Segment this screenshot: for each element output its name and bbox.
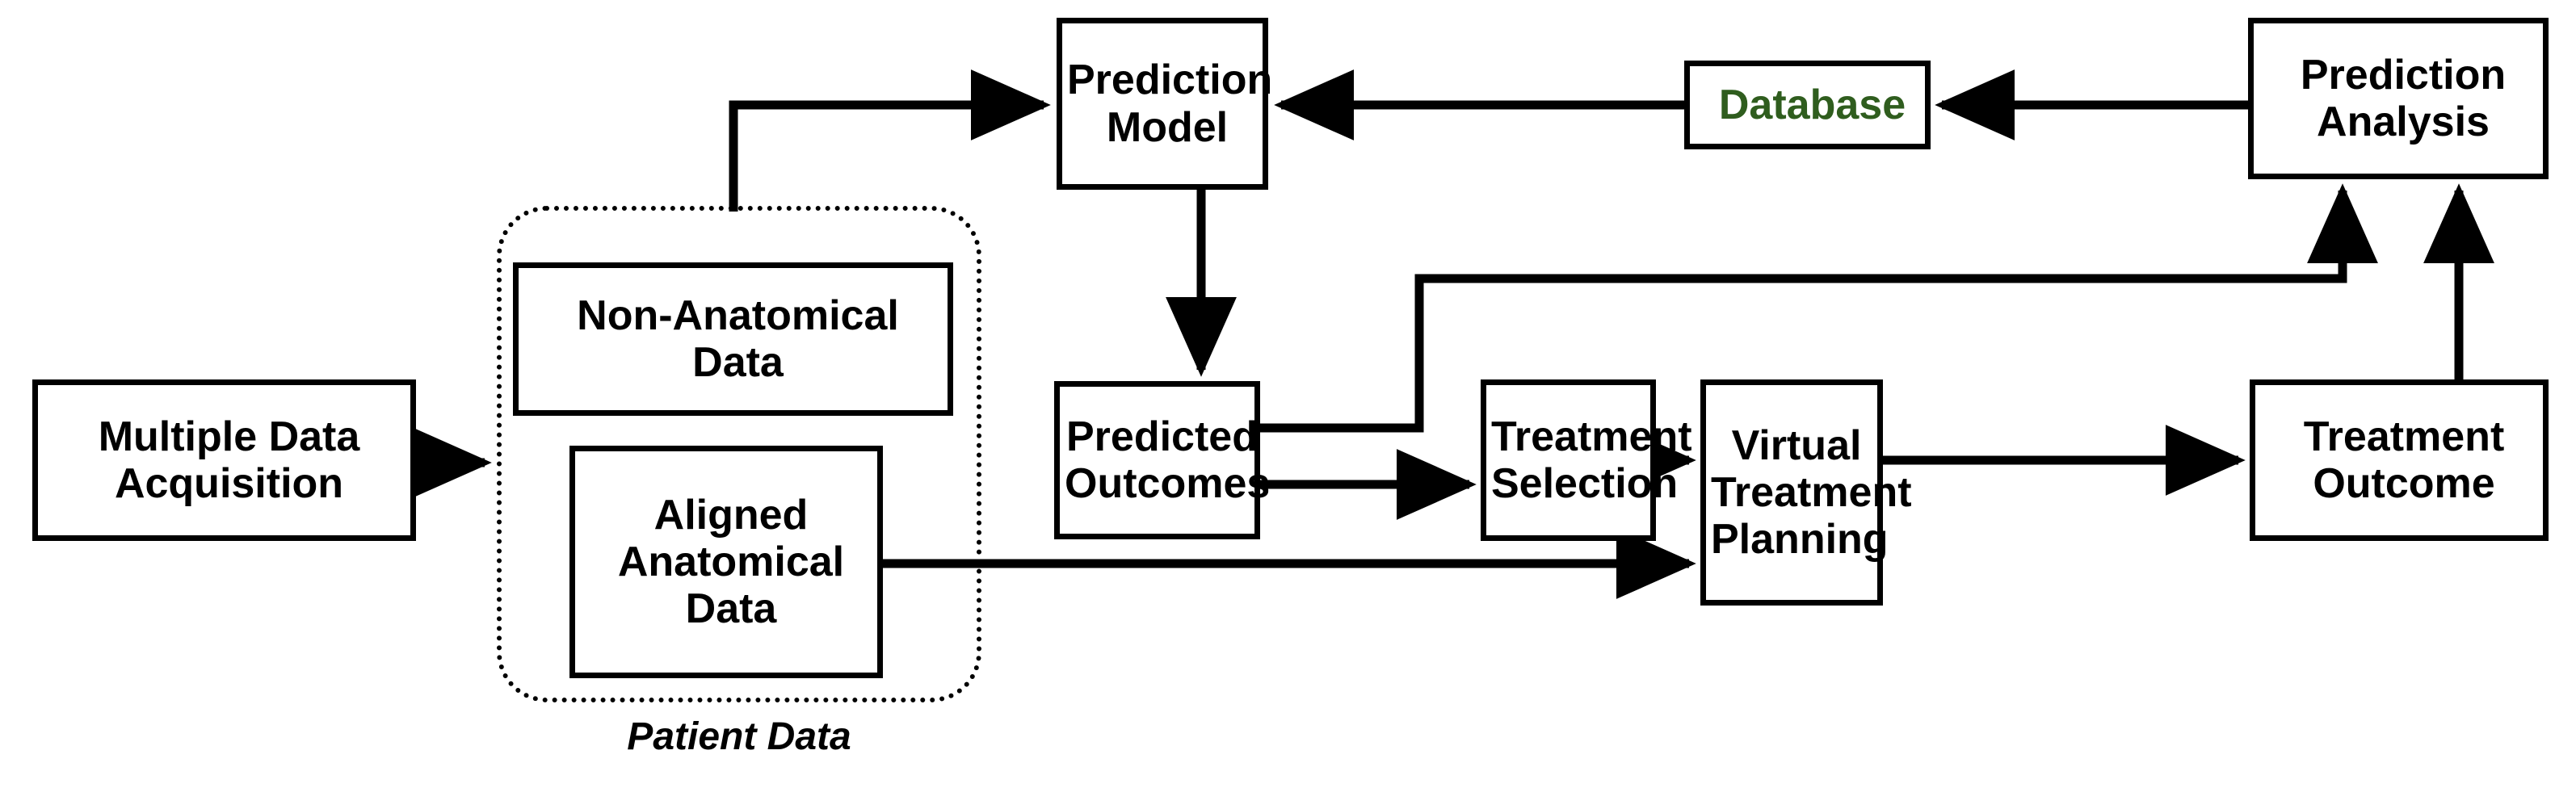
node-treatment-selection-label: Treatment Selection	[1481, 413, 1692, 507]
node-predicted-outcomes[interactable]: Predicted Outcomes	[1054, 381, 1270, 539]
node-predicted-outcomes-label: Predicted Outcomes	[1055, 413, 1270, 507]
node-multiple-data-acquisition[interactable]: Multiple Data Acquisition	[32, 379, 416, 541]
patient-data-group-label: Patient Data	[627, 715, 851, 758]
line-2: Acquisition	[114, 460, 344, 507]
line-1: Treatment	[1491, 413, 1692, 460]
node-prediction-analysis-label: Prediction Analysis	[2254, 52, 2543, 145]
edge-patient-data-to-prediction-model	[729, 69, 1051, 212]
line-3: Data	[685, 585, 777, 633]
node-prediction-model[interactable]: Prediction Model	[1057, 18, 1272, 190]
node-virtual-treatment-planning-label: Virtual Treatment Planning	[1701, 422, 1912, 564]
line-3: Planning	[1711, 516, 1889, 564]
node-aligned-anatomical-data[interactable]: Aligned Anatomical Data	[569, 446, 883, 678]
line-1: Database	[1718, 81, 1906, 128]
line-1: Predicted	[1066, 413, 1258, 460]
node-non-anatomical-data[interactable]: Non-Anatomical Data	[513, 262, 953, 416]
node-database[interactable]: Database	[1684, 61, 1931, 149]
line-2: Outcome	[2313, 460, 2495, 507]
node-treatment-outcome-label: Treatment Outcome	[2255, 413, 2543, 507]
node-database-label: Database	[1690, 82, 1925, 128]
node-treatment-outcome[interactable]: Treatment Outcome	[2250, 379, 2549, 541]
node-non-anatomical-data-label: Non-Anatomical Data	[519, 292, 948, 386]
node-multiple-data-acquisition-label: Multiple Data Acquisition	[38, 413, 410, 507]
line-1: Multiple Data	[98, 413, 360, 460]
line-1: Prediction	[2300, 51, 2507, 98]
node-treatment-selection[interactable]: Treatment Selection	[1481, 379, 1692, 541]
line-2: Outcomes	[1065, 460, 1271, 507]
line-2: Anatomical	[617, 538, 845, 585]
line-1: Treatment	[2303, 413, 2505, 460]
edge-predicted-outcomes-to-prediction-analysis	[1260, 183, 2378, 433]
line-1: Prediction	[1067, 57, 1273, 104]
line-2: Model	[1106, 103, 1229, 151]
patient-data-group	[497, 206, 981, 702]
node-prediction-analysis[interactable]: Prediction Analysis	[2248, 18, 2549, 179]
line-2: Treatment	[1711, 468, 1912, 516]
node-prediction-model-label: Prediction Model	[1057, 57, 1272, 150]
line-2: Analysis	[2317, 98, 2490, 145]
line-2: Selection	[1491, 460, 1679, 507]
line-1: Non-Anatomical	[577, 291, 899, 339]
node-virtual-treatment-planning[interactable]: Virtual Treatment Planning	[1700, 379, 1912, 606]
line-2: Data	[692, 339, 784, 386]
line-1: Virtual	[1731, 421, 1862, 469]
node-aligned-anatomical-data-label: Aligned Anatomical Data	[575, 492, 877, 633]
line-1: Aligned	[653, 491, 809, 539]
